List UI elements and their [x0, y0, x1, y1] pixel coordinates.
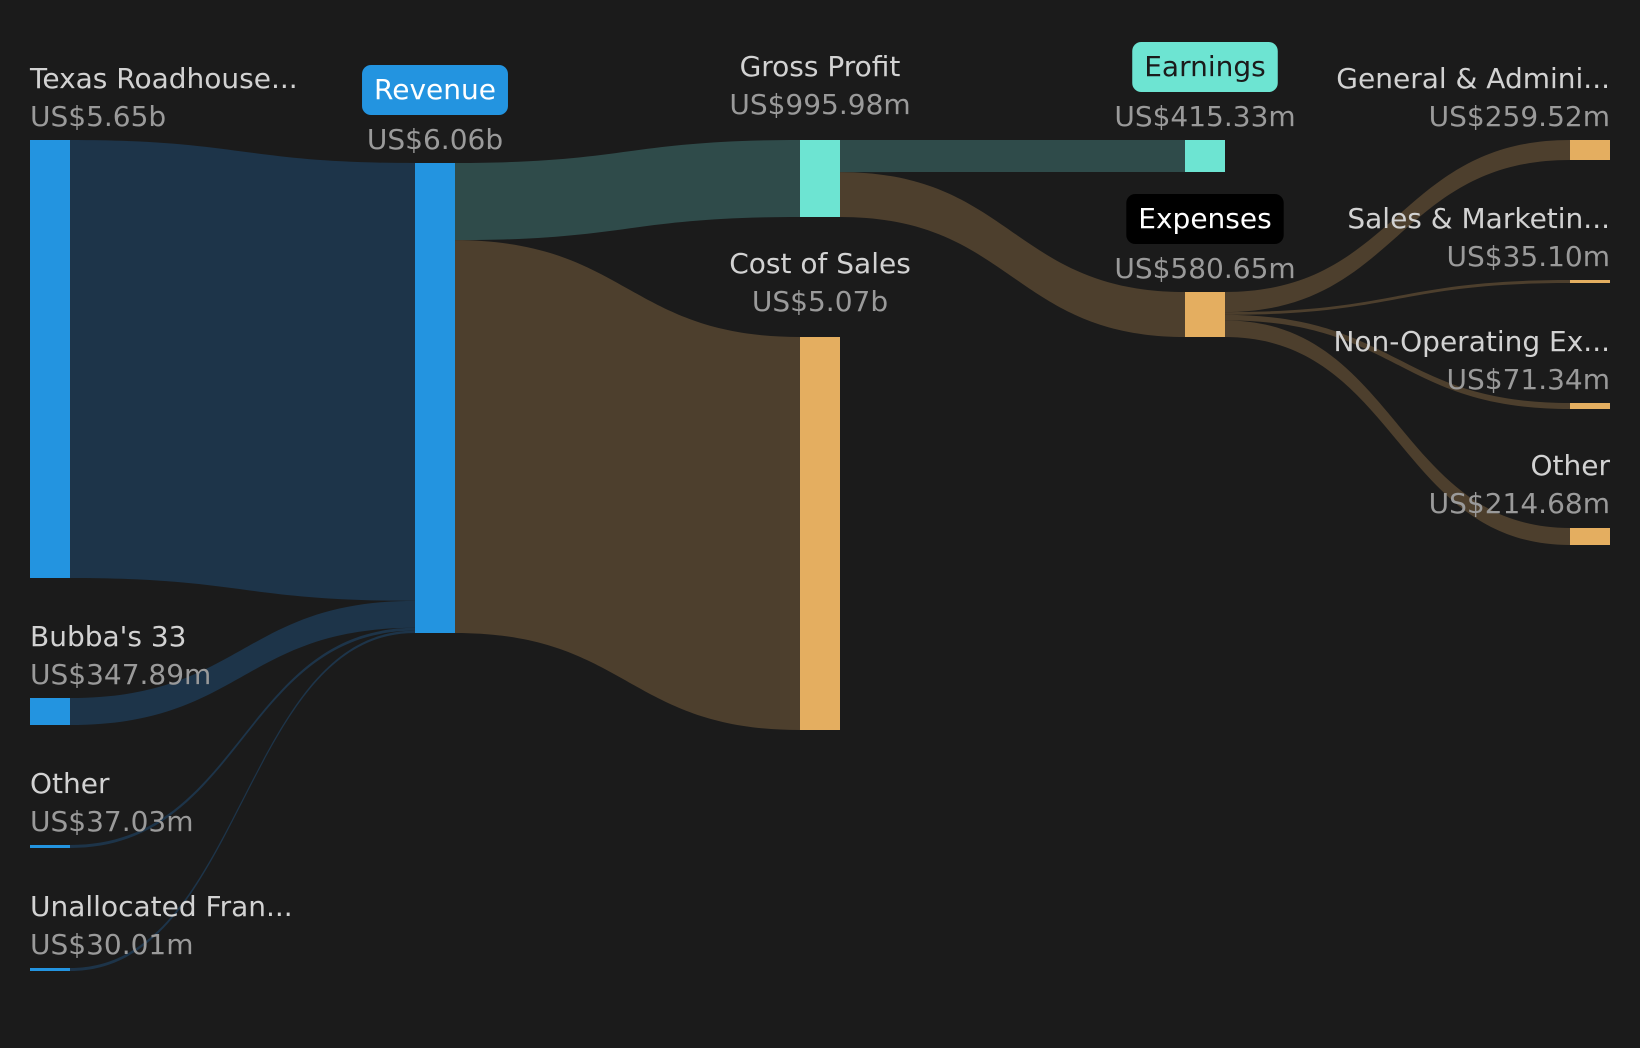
node-expenses — [1185, 292, 1225, 337]
link-expenses-to-other_exp — [1225, 320, 1570, 545]
node-revenue — [415, 163, 455, 633]
node-value-texas: US$5.65b — [30, 100, 166, 133]
sankey-nodes — [30, 140, 1610, 971]
node-name-cos: Cost of Sales — [729, 247, 911, 280]
label-unalloc: Unallocated Fran... US$30.01m — [30, 890, 293, 961]
link-unalloc-to-revenue — [70, 630, 415, 971]
pill-revenue — [362, 65, 508, 115]
node-name-other_exp: Other — [1530, 449, 1610, 482]
node-other_rev — [30, 845, 70, 848]
node-bubba — [30, 698, 70, 725]
node-name-unalloc: Unallocated Fran... — [30, 890, 293, 923]
node-value-bubba: US$347.89m — [30, 658, 211, 691]
label-nonop: Non-Operating Ex... US$71.34m — [1333, 325, 1610, 396]
pill-expenses — [1126, 194, 1284, 244]
node-value-cos: US$5.07b — [752, 285, 888, 318]
node-value-ga: US$259.52m — [1429, 100, 1610, 133]
node-cos — [800, 337, 840, 730]
node-value-revenue: US$6.06b — [367, 123, 503, 156]
link-expenses-to-sm — [1225, 280, 1570, 315]
label-ga: General & Admini... US$259.52m — [1336, 62, 1610, 133]
link-bubba-to-revenue — [70, 600, 415, 725]
node-sm — [1570, 280, 1610, 283]
node-earnings — [1185, 140, 1225, 172]
node-nonop — [1570, 403, 1610, 409]
node-value-other_exp: US$214.68m — [1429, 487, 1610, 520]
link-revenue-to-cos — [455, 240, 800, 731]
node-name-ga: General & Admini... — [1336, 62, 1610, 95]
label-sm: Sales & Marketin... US$35.10m — [1347, 202, 1610, 273]
node-value-sm: US$35.10m — [1446, 240, 1610, 273]
node-unalloc — [30, 968, 70, 971]
node-name-texas: Texas Roadhouse... — [29, 62, 298, 95]
node-texas — [30, 140, 70, 578]
node-value-expenses: US$580.65m — [1114, 252, 1295, 285]
node-name-earnings: Earnings — [1144, 50, 1266, 83]
label-texas: Texas Roadhouse... US$5.65b — [29, 62, 298, 133]
link-other_rev-to-revenue — [70, 627, 415, 848]
link-revenue-to-gross — [455, 140, 800, 241]
node-gross — [800, 140, 840, 217]
node-value-gross: US$995.98m — [729, 88, 910, 121]
node-ga — [1570, 140, 1610, 160]
node-other_exp — [1570, 528, 1610, 545]
sankey-links — [70, 140, 1570, 971]
node-value-nonop: US$71.34m — [1446, 363, 1610, 396]
link-expenses-to-ga — [1225, 140, 1570, 313]
node-name-nonop: Non-Operating Ex... — [1333, 325, 1610, 358]
label-bubba: Bubba's 33 US$347.89m — [30, 620, 211, 691]
link-gross-to-expenses — [840, 172, 1185, 337]
node-name-expenses: Expenses — [1138, 202, 1271, 235]
link-gross-to-earnings — [840, 140, 1185, 173]
node-name-revenue: Revenue — [374, 73, 496, 106]
node-value-other_rev: US$37.03m — [30, 805, 194, 838]
node-name-sm: Sales & Marketin... — [1347, 202, 1610, 235]
node-value-earnings: US$415.33m — [1114, 100, 1295, 133]
pill-earnings — [1132, 42, 1278, 92]
node-name-other_rev: Other — [30, 767, 110, 800]
link-expenses-to-nonop — [1225, 314, 1570, 409]
link-texas-to-revenue — [70, 140, 415, 601]
node-value-unalloc: US$30.01m — [30, 928, 194, 961]
node-name-bubba: Bubba's 33 — [30, 620, 186, 653]
node-name-gross: Gross Profit — [740, 50, 901, 83]
